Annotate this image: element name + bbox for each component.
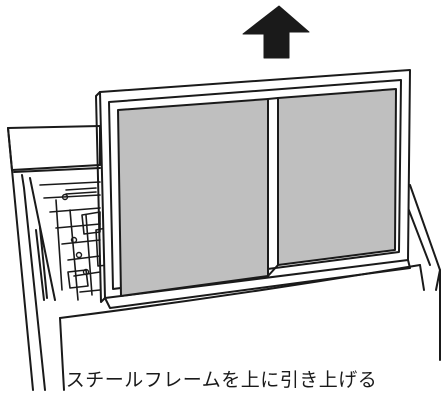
steel-frame bbox=[95, 69, 411, 309]
instruction-caption: スチールフレームを上に引き上げる bbox=[65, 369, 378, 391]
internal-components bbox=[39, 181, 109, 301]
up-arrow-icon bbox=[242, 5, 310, 59]
left-filter-panel bbox=[117, 98, 269, 297]
screws bbox=[61, 193, 90, 276]
right-filter-panel bbox=[277, 88, 397, 266]
